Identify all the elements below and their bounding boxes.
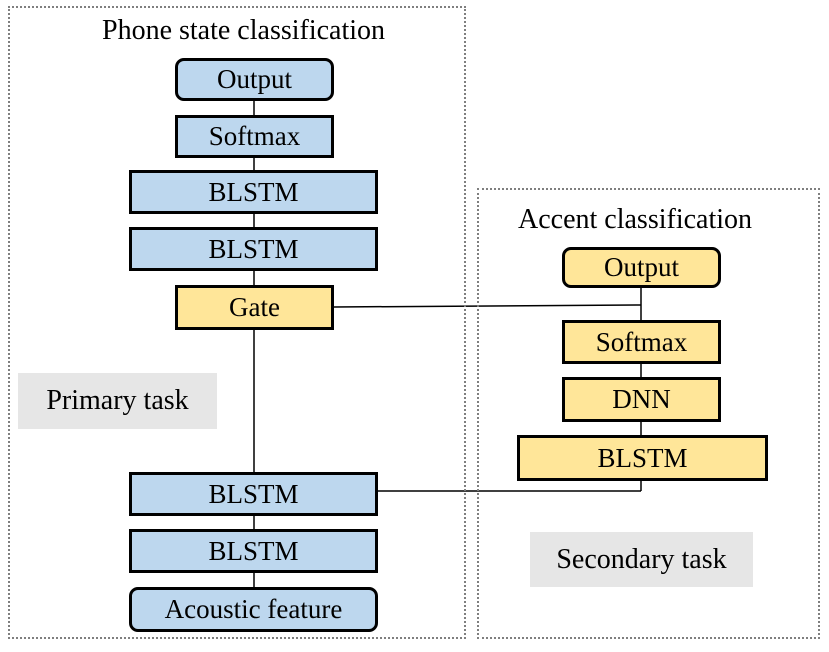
primary-region-title: Phone state classification xyxy=(102,15,386,46)
accent-blstm-layer: BLSTM xyxy=(517,435,768,481)
primary-blstm-layer-1: BLSTM xyxy=(129,170,378,214)
shared-blstm-layer-1: BLSTM xyxy=(129,472,378,516)
primary-softmax-layer: Softmax xyxy=(175,115,334,158)
gate-layer: Gate xyxy=(175,285,334,330)
primary-task-label: Primary task xyxy=(18,373,217,429)
link-gate-to-accent xyxy=(333,304,642,308)
primary-blstm-layer-2: BLSTM xyxy=(129,227,378,271)
shared-blstm-layer-2: BLSTM xyxy=(129,529,378,573)
accent-softmax-layer: Softmax xyxy=(562,320,721,364)
accent-output-node: Output xyxy=(562,247,721,288)
secondary-task-region xyxy=(477,188,820,639)
primary-task-region xyxy=(8,6,466,639)
secondary-task-label: Secondary task xyxy=(530,532,753,587)
acoustic-feature-input: Acoustic feature xyxy=(129,587,378,632)
accent-dnn-layer: DNN xyxy=(562,377,721,422)
primary-output-node: Output xyxy=(175,58,334,101)
secondary-region-title: Accent classification xyxy=(518,204,753,235)
